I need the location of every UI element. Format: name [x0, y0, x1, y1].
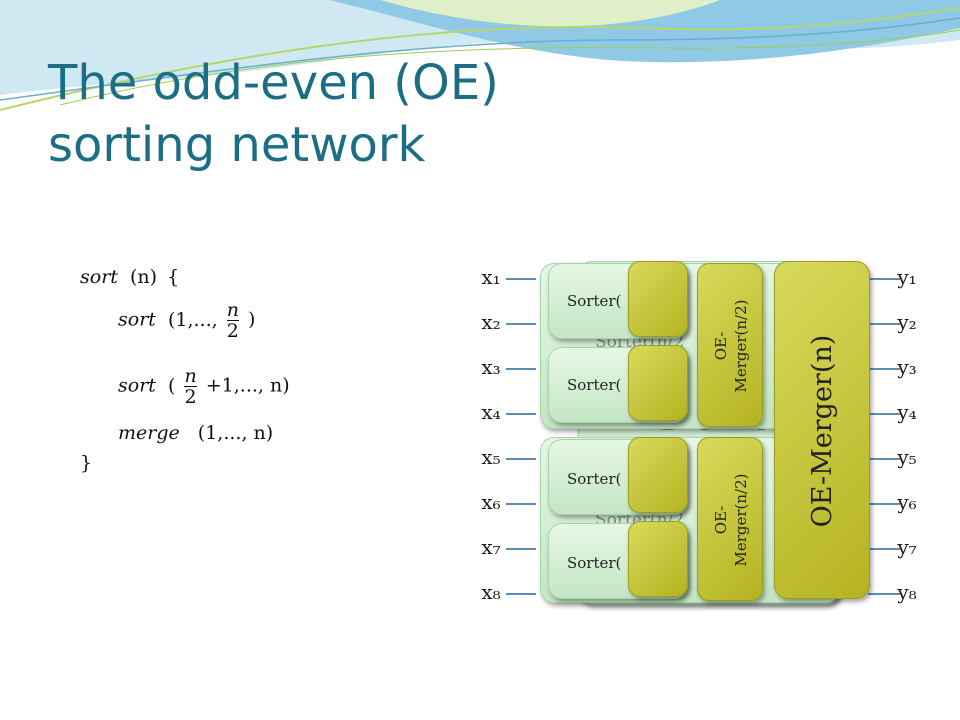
fn-sort: sort	[80, 266, 118, 288]
decorative-wave-banner	[0, 0, 960, 111]
sorter-quarter-1-label: Sorter(	[567, 292, 622, 310]
code-line-sort-first-half: sort (1,..., n 2 )	[118, 300, 255, 341]
sorter-quarter-4-label: Sorter(	[567, 554, 622, 572]
oe-merger-n: OE-Merger(n)	[774, 261, 870, 599]
fn-sort: sort	[118, 374, 156, 397]
fn-sort: sort	[118, 308, 156, 331]
arg-rest: +1,..., n)	[205, 374, 290, 397]
oe-merger-half-lower: OE- Merger(n/2)	[697, 437, 763, 601]
oe-merger-half-lower-line-2: Merger(n/2)	[732, 473, 750, 567]
output-wire-4	[868, 413, 900, 415]
input-label-x7: x₇	[481, 535, 501, 559]
fn-merge: merge	[118, 422, 180, 444]
denominator: 2	[226, 320, 239, 342]
arg-n: (n)	[129, 266, 158, 288]
oe-merger-half-upper-line-1: OE-	[712, 331, 730, 361]
oe-merger-n-label: OE-Merger(n)	[807, 334, 838, 528]
output-label-y8: y₈	[897, 580, 917, 604]
merge-args: (1,..., n)	[197, 422, 274, 444]
slide-title: The odd-even (OE) sorting network	[48, 52, 499, 176]
input-label-x5: x₅	[481, 445, 501, 469]
output-label-y3: y₃	[897, 355, 917, 379]
merger-small-1	[628, 261, 688, 337]
input-wire-5	[506, 458, 536, 460]
input-label-x4: x₄	[481, 400, 501, 424]
output-wire-1	[868, 278, 900, 280]
output-label-y7: y₇	[897, 535, 917, 559]
merger-small-4	[628, 521, 688, 597]
arg-open: (1,...,	[167, 308, 218, 331]
input-label-x6: x₆	[481, 490, 501, 514]
sorter-quarter-3-label: Sorter(	[567, 470, 622, 488]
oe-merger-half-upper-line-2: Merger(n/2)	[732, 299, 750, 393]
numerator: n	[184, 365, 197, 387]
input-wire-6	[506, 503, 536, 505]
pseudocode-block: sort (n) { sort (1,..., n 2 ) sort ( n 2…	[80, 262, 360, 482]
input-wire-4	[506, 413, 536, 415]
oe-merger-half-lower-line-1: OE-	[712, 505, 730, 535]
oe-merger-half-upper: OE- Merger(n/2)	[697, 263, 763, 427]
sorting-network-diagram: x₁ x₂ x₃ x₄ x₅ x₆ x₇ x₈ y₁ y₂ y₃ y₄ y₅ y…	[470, 255, 930, 610]
fraction-n-over-2: n 2	[184, 365, 197, 408]
input-label-x3: x₃	[481, 355, 501, 379]
input-wire-1	[506, 278, 536, 280]
output-wire-5	[868, 458, 900, 460]
output-label-y1: y₁	[897, 265, 917, 289]
output-wire-2	[868, 323, 900, 325]
oe-merger-half-lower-label: OE- Merger(n/2)	[711, 440, 751, 600]
open-brace: {	[167, 266, 180, 288]
input-wire-2	[506, 323, 536, 325]
code-line-sort-n: sort (n) {	[80, 266, 179, 288]
code-line-merge: merge (1,..., n)	[118, 422, 273, 444]
input-label-x2: x₂	[481, 310, 501, 334]
oe-merger-half-upper-label: OE- Merger(n/2)	[711, 266, 751, 426]
output-label-y4: y₄	[897, 400, 917, 424]
output-label-y5: y₅	[897, 445, 917, 469]
output-wire-6	[868, 503, 900, 505]
arg-close: )	[248, 308, 256, 331]
output-wire-3	[868, 368, 900, 370]
input-wire-7	[506, 548, 536, 550]
numerator: n	[226, 299, 239, 321]
input-wire-8	[506, 593, 536, 595]
input-wire-3	[506, 368, 536, 370]
input-label-x8: x₈	[481, 580, 501, 604]
arg-open: (	[167, 374, 176, 397]
close-brace: }	[80, 452, 93, 474]
slide-title-line-1: The odd-even (OE)	[48, 55, 499, 111]
output-label-y2: y₂	[897, 310, 917, 334]
output-label-y6: y₆	[897, 490, 917, 514]
merger-small-3	[628, 437, 688, 513]
slide-title-line-2: sorting network	[48, 117, 426, 173]
fraction-n-over-2: n 2	[226, 299, 239, 342]
input-label-x1: x₁	[481, 265, 501, 289]
sorter-quarter-2-label: Sorter(	[567, 376, 622, 394]
denominator: 2	[184, 386, 197, 408]
code-line-sort-second-half: sort ( n 2 +1,..., n)	[118, 366, 290, 407]
output-wire-7	[868, 548, 900, 550]
output-wire-8	[868, 593, 900, 595]
merger-small-2	[628, 345, 688, 421]
